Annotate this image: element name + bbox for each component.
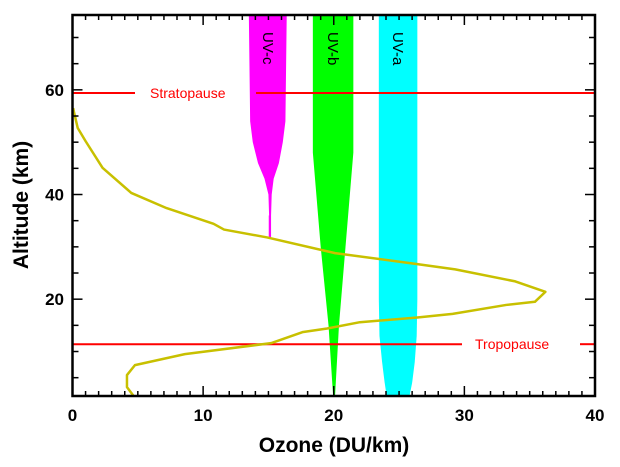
x-tick-label: 10 bbox=[194, 406, 213, 425]
uv-b-band bbox=[312, 15, 354, 396]
tropopause-label: Tropopause bbox=[475, 336, 549, 352]
y-axis-title: Altitude (km) bbox=[10, 141, 33, 269]
uv-a-label: UV-a bbox=[389, 32, 406, 66]
x-tick-label: 40 bbox=[586, 406, 605, 425]
ozone-profile-line bbox=[71, 107, 547, 397]
x-tick-label: 0 bbox=[68, 406, 77, 425]
uv-bands bbox=[248, 15, 418, 396]
uv-a-band bbox=[378, 15, 418, 396]
y-tick-label: 60 bbox=[45, 81, 64, 100]
x-axis-title: Ozone (DU/km) bbox=[259, 434, 410, 457]
x-tick-label: 30 bbox=[455, 406, 474, 425]
stratopause-label: Stratopause bbox=[150, 85, 226, 101]
x-tick-label: 20 bbox=[324, 406, 343, 425]
plot-frame bbox=[71, 13, 597, 398]
uv-c-band bbox=[248, 15, 287, 239]
y-tick-label: 40 bbox=[45, 186, 64, 205]
uv-c-label: UV-c bbox=[259, 32, 276, 65]
y-tick-label: 20 bbox=[45, 290, 64, 309]
uv-b-label: UV-b bbox=[324, 32, 341, 65]
